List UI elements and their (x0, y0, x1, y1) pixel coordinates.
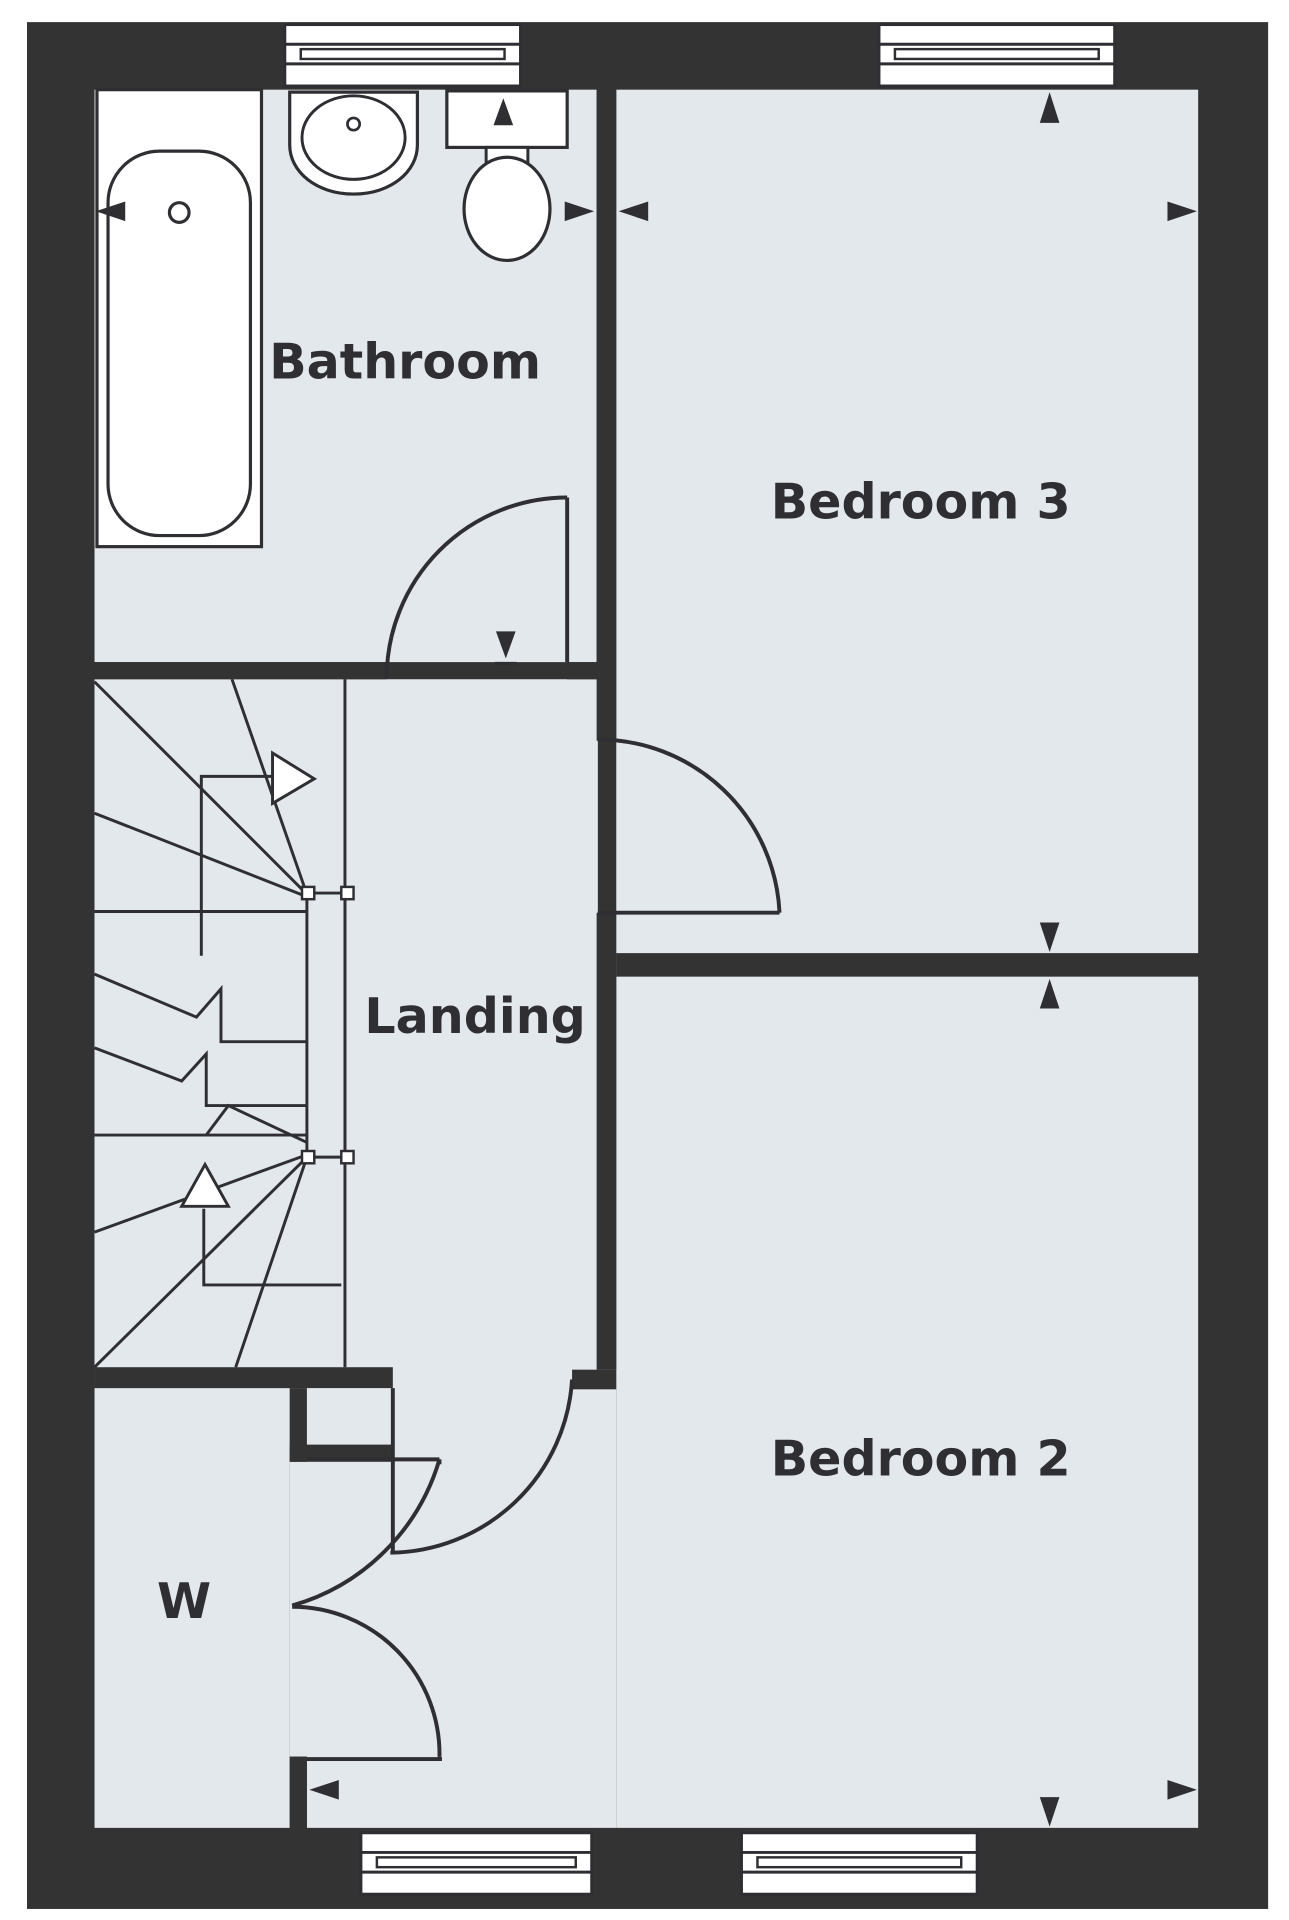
toilet (445, 89, 569, 263)
closet-door (291, 1388, 442, 1608)
label-bathroom: Bathroom (269, 332, 541, 390)
wardrobe-closet (306, 1388, 393, 1456)
window-bedroom3 (877, 23, 1117, 88)
label-landing: Landing (364, 987, 585, 1045)
wardrobe-floor (94, 1388, 290, 1828)
bathtub (95, 88, 264, 549)
bathroom-south-wall (94, 662, 387, 680)
window-bedroom2-right (740, 1831, 979, 1896)
bedroom-divider-wall (616, 953, 1199, 977)
window-bedroom2-left (359, 1831, 594, 1896)
wardrobe-door (292, 1604, 442, 1762)
wardrobe-east-wall-upper (289, 1388, 307, 1462)
wardrobe-east-wall-lower (289, 1756, 307, 1828)
landing-east-wall-stub (572, 1369, 617, 1390)
bathroom-east-wall (596, 89, 617, 741)
bedroom3-floor (616, 89, 1199, 954)
bathroom-door-jamb (567, 662, 598, 680)
bedroom3-door (597, 737, 782, 915)
label-bedroom-3: Bedroom 3 (771, 472, 1071, 530)
label-wardrobe: W (157, 1572, 211, 1630)
landing-east-wall-upper (596, 912, 617, 1370)
bathroom-door (384, 495, 570, 679)
bedroom2-door (390, 1379, 575, 1555)
label-bedroom-2: Bedroom 2 (771, 1429, 1071, 1487)
dimension-markers (95, 92, 1197, 1827)
bedroom2-floor (616, 976, 1199, 1828)
washbasin (288, 90, 419, 196)
window-bathroom (283, 23, 522, 88)
staircase (93, 678, 355, 1369)
stair-south-wall (94, 1367, 393, 1389)
